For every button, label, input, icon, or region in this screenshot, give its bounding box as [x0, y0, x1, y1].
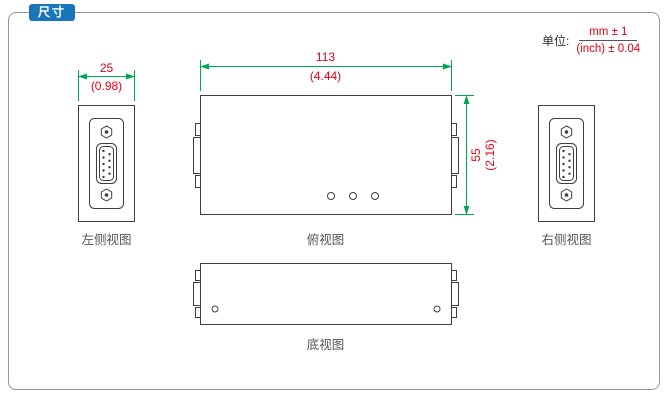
bottom-view-drawing — [193, 263, 459, 325]
led-indicators — [327, 192, 379, 200]
dim-top-height-inch: (2.16) — [483, 139, 497, 171]
panel-frame — [8, 12, 660, 390]
mounting-holes — [211, 305, 441, 313]
left-side-view-drawing — [78, 105, 135, 222]
left-view-label: 左侧视图 — [81, 233, 132, 247]
dim-top-width-mm: 113 — [315, 50, 336, 64]
unit-note: 单位: mm ± 1 (inch) ± 0.04 — [542, 26, 640, 55]
dim-side-width-inch: (0.98) — [90, 79, 123, 93]
section-title: 尺寸 — [29, 4, 75, 21]
unit-label: 单位: — [542, 34, 570, 48]
top-view-label: 俯视图 — [306, 233, 345, 247]
bottom-view-label: 底视图 — [306, 338, 345, 352]
dim-top-width-inch: (4.44) — [309, 69, 342, 83]
right-view-label: 右侧视图 — [541, 233, 592, 247]
top-view-drawing — [193, 95, 459, 215]
dim-side-width-mm: 25 — [99, 61, 114, 75]
dim-top-height: 55 (2.16) — [468, 125, 498, 185]
unit-fraction: mm ± 1 (inch) ± 0.04 — [576, 26, 640, 55]
right-side-view-drawing — [538, 105, 595, 222]
unit-mm-value: mm ± 1 — [579, 26, 638, 41]
dim-top-height-mm: 55 — [469, 148, 483, 162]
dimension-lines — [78, 60, 474, 215]
unit-inch-value: (inch) ± 0.04 — [576, 43, 641, 55]
